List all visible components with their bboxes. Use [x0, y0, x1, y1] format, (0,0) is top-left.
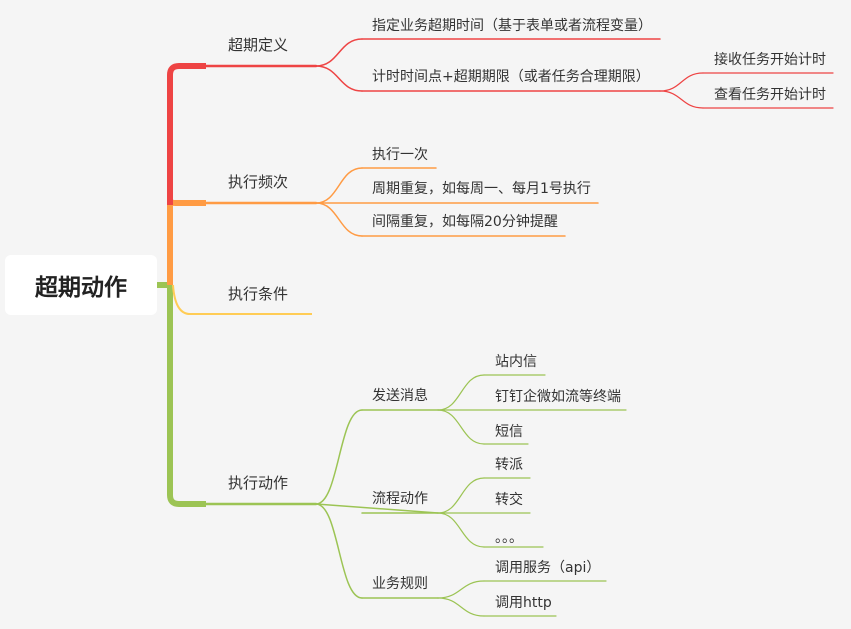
node-periodic-repeat[interactable]: 周期重复，如每周一、每月1号执行: [372, 181, 591, 197]
node-process-action[interactable]: 流程动作: [372, 491, 428, 507]
edge-msg-1: [437, 374, 485, 411]
node-im-terminals[interactable]: 钉钉企微如流等终端: [495, 389, 621, 405]
node-send-message[interactable]: 发送消息: [372, 388, 428, 404]
node-execute-once[interactable]: 执行一次: [372, 147, 428, 163]
root-node[interactable]: 超期动作: [5, 255, 157, 315]
node-business-rule[interactable]: 业务规则: [372, 576, 428, 592]
node-call-http[interactable]: 调用http: [495, 595, 552, 611]
branch-execution-frequency[interactable]: 执行频次: [228, 173, 289, 191]
trunk-orange: [167, 199, 206, 285]
edge-orange-1: [315, 167, 363, 204]
edge-proc-1: [437, 477, 485, 514]
node-specified-overdue-time[interactable]: 指定业务超期时间（基于表单或者流程变量）: [372, 18, 652, 34]
node-start-on-view[interactable]: 查看任务开始计时: [714, 87, 826, 103]
edge-msg-3: [437, 409, 485, 445]
branch-execution-action[interactable]: 执行动作: [228, 474, 289, 492]
edge-proc-3: [437, 512, 485, 548]
node-reassign[interactable]: 转派: [495, 457, 523, 473]
edge-rule-2: [437, 597, 485, 617]
branch-overdue-definition[interactable]: 超期定义: [228, 36, 289, 54]
node-transfer[interactable]: 转交: [495, 492, 523, 508]
node-start-on-receive[interactable]: 接收任务开始计时: [714, 52, 826, 68]
edge-red-4: [659, 90, 704, 109]
node-ellipsis[interactable]: 。。。: [495, 530, 523, 546]
edge-red-3: [659, 72, 704, 92]
trunk-green: [167, 285, 206, 507]
root-label: 超期动作: [35, 275, 127, 301]
edge-green-1: [315, 409, 363, 505]
edge-green-3: [315, 503, 363, 599]
node-interval-repeat[interactable]: 间隔重复，如每隔20分钟提醒: [372, 214, 558, 230]
edge-orange-3: [315, 202, 363, 237]
edge-rule-1: [437, 580, 485, 599]
trunk-yellow: [172, 284, 312, 315]
node-sms[interactable]: 短信: [495, 424, 523, 440]
node-timing-point-deadline[interactable]: 计时时间点+超期期限（或者任务合理期限）: [372, 69, 650, 85]
edge-red-1: [315, 38, 363, 67]
edge-red-2: [315, 65, 363, 92]
node-site-message[interactable]: 站内信: [495, 354, 537, 370]
edge-green-2: [315, 503, 439, 514]
trunk-red: [167, 63, 206, 205]
node-call-service-api[interactable]: 调用服务（api）: [495, 560, 601, 576]
branch-execution-condition[interactable]: 执行条件: [228, 285, 289, 303]
